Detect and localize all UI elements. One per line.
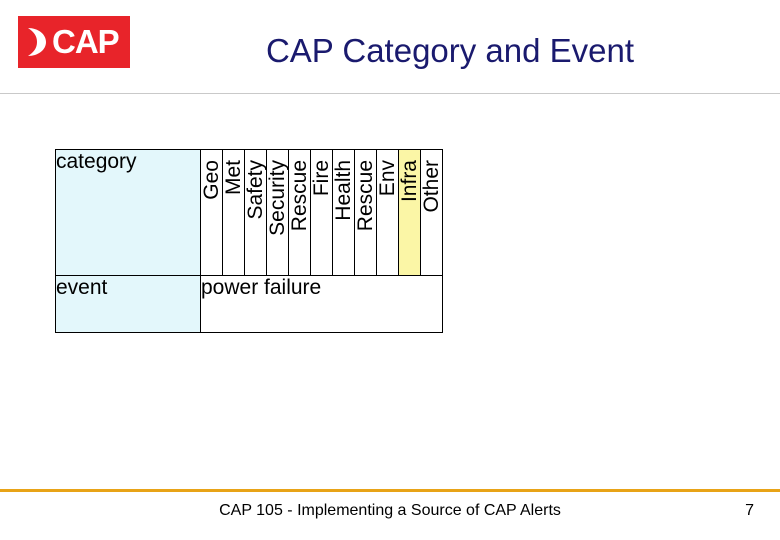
category-cell-security[interactable]: Security bbox=[266, 149, 289, 276]
header-divider bbox=[0, 93, 780, 94]
table-row-event: event power failure bbox=[55, 275, 443, 333]
category-label-geo: Geo bbox=[200, 160, 223, 200]
category-label-rescue-1: Rescue bbox=[288, 160, 311, 232]
category-cell-met[interactable]: Met bbox=[222, 149, 245, 276]
row-header-event: event bbox=[55, 275, 201, 333]
category-label-safety: Safety bbox=[244, 160, 267, 220]
category-cell-geo[interactable]: Geo bbox=[200, 149, 223, 276]
cap-logo: CAP bbox=[18, 16, 130, 68]
cap-swoosh-icon bbox=[24, 25, 50, 59]
category-cell-rescue-1[interactable]: Rescue bbox=[288, 149, 311, 276]
footer-divider bbox=[0, 489, 780, 492]
category-cell-rescue-2[interactable]: Rescue bbox=[354, 149, 377, 276]
category-label-fire: Fire bbox=[310, 160, 333, 197]
category-label-env: Env bbox=[376, 160, 399, 197]
cap-logo-text: CAP bbox=[52, 23, 120, 60]
row-header-category: category bbox=[55, 149, 201, 276]
category-label-infra: Infra bbox=[398, 160, 421, 203]
cap-category-event-table: category Geo Met Safety Security Rescue … bbox=[55, 149, 443, 333]
footer-text: CAP 105 - Implementing a Source of CAP A… bbox=[219, 502, 561, 519]
category-cell-env[interactable]: Env bbox=[376, 149, 399, 276]
table-row-category: category Geo Met Safety Security Rescue … bbox=[55, 149, 443, 276]
category-label-met: Met bbox=[222, 160, 245, 196]
page-number: 7 bbox=[745, 502, 754, 519]
category-cell-safety[interactable]: Safety bbox=[244, 149, 267, 276]
category-label-other: Other bbox=[420, 160, 443, 213]
event-value-cell[interactable]: power failure bbox=[200, 275, 443, 333]
page-title: CAP Category and Event bbox=[265, 32, 635, 69]
category-cell-health[interactable]: Health bbox=[332, 149, 355, 276]
category-label-rescue-2: Rescue bbox=[354, 160, 377, 232]
category-label-security: Security bbox=[266, 160, 289, 236]
category-cell-other[interactable]: Other bbox=[420, 149, 443, 276]
category-cell-infra[interactable]: Infra bbox=[398, 149, 421, 276]
category-cell-fire[interactable]: Fire bbox=[310, 149, 333, 276]
category-label-health: Health bbox=[332, 160, 355, 221]
